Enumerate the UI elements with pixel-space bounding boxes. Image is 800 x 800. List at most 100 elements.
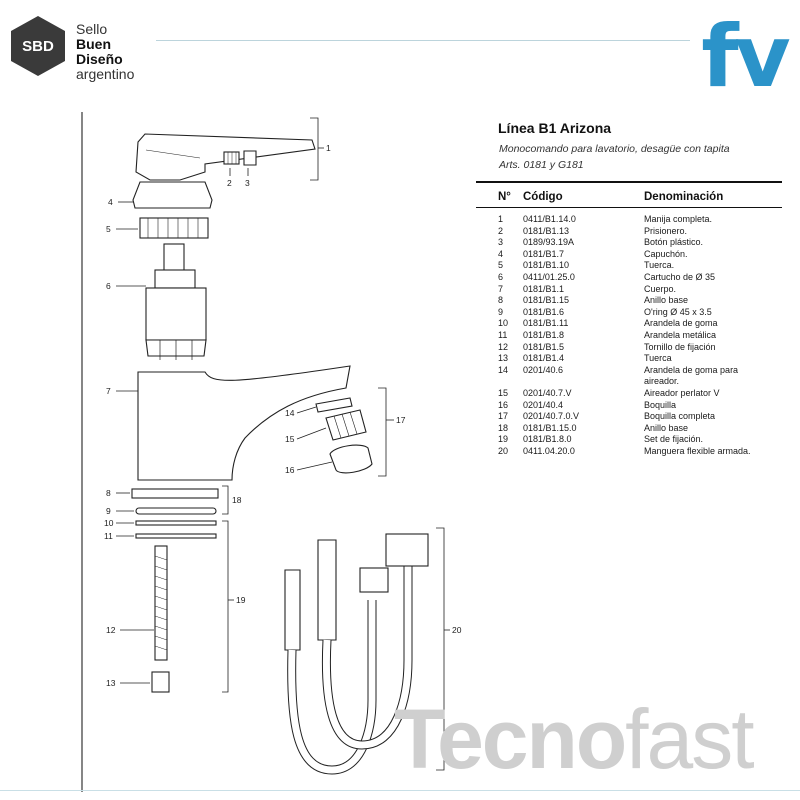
callout-10: 10 bbox=[104, 518, 114, 528]
row-name: Boquilla completa bbox=[644, 411, 716, 422]
row-name: Aireador perlator V bbox=[644, 387, 720, 398]
svg-text:Tecnofast: Tecnofast bbox=[394, 698, 754, 778]
callout-12: 12 bbox=[106, 625, 116, 635]
row-number: 20 bbox=[498, 445, 509, 456]
row-number: 16 bbox=[498, 399, 509, 410]
row-name: Arandela metálica bbox=[644, 329, 717, 340]
row-code: 0181/B1.10 bbox=[523, 260, 570, 271]
row-name: Botón plástico. bbox=[644, 237, 704, 248]
lever-handle-detail bbox=[145, 149, 201, 159]
row-number: 17 bbox=[498, 411, 509, 422]
cartridge-stem bbox=[163, 243, 185, 273]
row-number: 7 bbox=[498, 283, 504, 294]
row-number: 19 bbox=[498, 434, 509, 445]
row-name: Anillo base bbox=[644, 295, 689, 306]
row-number: 5 bbox=[498, 260, 504, 271]
row-code: 0181/B1.5 bbox=[523, 341, 565, 352]
callout-18: 18 bbox=[232, 495, 242, 505]
callout-20: 20 bbox=[452, 625, 462, 635]
row-number: 15 bbox=[498, 387, 509, 398]
fixing-screw-part bbox=[154, 545, 168, 661]
callout-13: 13 bbox=[106, 678, 116, 688]
sello-line: argentino bbox=[76, 66, 135, 82]
hose-fitting-left bbox=[284, 569, 301, 651]
header-divider bbox=[156, 40, 690, 41]
callout-2: 2 bbox=[227, 178, 232, 188]
row-code: 0181/B1.7 bbox=[523, 248, 565, 259]
column-header-number: N° bbox=[498, 191, 511, 203]
base-ring-part bbox=[131, 488, 219, 499]
row-name: Manguera flexible armada. bbox=[644, 445, 751, 456]
row-code: 0411/01.25.0 bbox=[523, 271, 575, 282]
nut-part bbox=[139, 217, 209, 239]
table-row: 14 0201/40.6 Arandela de goma para aireado… bbox=[498, 365, 782, 388]
fv-brand-logo: fv bbox=[701, 10, 793, 102]
row-number: 18 bbox=[498, 422, 509, 433]
row-number: 11 bbox=[498, 329, 508, 340]
callout-8: 8 bbox=[106, 488, 111, 498]
cartridge-body-part bbox=[145, 287, 207, 341]
callout-11: 11 bbox=[104, 531, 113, 541]
callout-4: 4 bbox=[108, 197, 113, 207]
rubber-washer-part bbox=[135, 520, 217, 526]
row-number: 9 bbox=[498, 306, 504, 317]
row-name: Tornillo de fijación bbox=[644, 341, 716, 352]
row-number: 4 bbox=[498, 248, 504, 259]
column-header-code: Código bbox=[523, 191, 563, 203]
callout-3: 3 bbox=[245, 178, 250, 188]
row-code: 0201/40.6 bbox=[523, 364, 564, 375]
hose-fitting-center bbox=[317, 539, 337, 641]
product-subtitle: Monocomando para lavatorio, desagüe con … bbox=[499, 143, 730, 155]
row-number: 13 bbox=[498, 353, 509, 364]
callout-9: 9 bbox=[106, 506, 111, 516]
row-name: Cuerpo. bbox=[644, 283, 677, 294]
row-name: Capuchón. bbox=[644, 248, 688, 259]
watermark-text-fast: fast bbox=[625, 698, 754, 778]
hose-nut-left bbox=[359, 567, 389, 593]
row-number: 10 bbox=[498, 318, 509, 329]
footer-divider bbox=[0, 790, 800, 791]
callout-14: 14 bbox=[285, 408, 295, 418]
set-screw-part bbox=[223, 151, 240, 165]
row-name: Prisionero. bbox=[644, 225, 688, 236]
callout-6: 6 bbox=[106, 281, 111, 291]
callout-7: 7 bbox=[106, 386, 111, 396]
callout-5: 5 bbox=[106, 224, 111, 234]
row-code: 0181/B1.1 bbox=[523, 283, 565, 294]
row-name: Anillo base bbox=[644, 422, 689, 433]
sello-line: Diseño bbox=[76, 51, 123, 67]
row-name: Arandela de goma para aireador. bbox=[644, 364, 739, 387]
spout-nozzle-part bbox=[329, 444, 373, 474]
page-header: SBD Sello Buen Diseño argentino fv bbox=[0, 0, 800, 102]
callout-leaders bbox=[116, 117, 450, 771]
row-name: Boquilla bbox=[644, 399, 677, 410]
aerator-part bbox=[325, 409, 367, 441]
watermark-text-tecno: Tecno bbox=[394, 698, 625, 778]
row-code: 0201/40.4 bbox=[523, 399, 564, 410]
sello-line: Buen bbox=[76, 36, 111, 52]
row-name: Manija completa. bbox=[644, 214, 713, 224]
metal-washer-part bbox=[135, 533, 217, 539]
row-number: 3 bbox=[498, 237, 504, 248]
row-number: 14 bbox=[498, 364, 509, 375]
callout-17: 17 bbox=[396, 415, 406, 425]
row-name: Arandela de goma bbox=[644, 318, 718, 329]
product-title: Línea B1 Arizona bbox=[498, 120, 612, 136]
faucet-body-part bbox=[137, 365, 351, 481]
row-code: 0181/B1.4 bbox=[523, 353, 565, 364]
